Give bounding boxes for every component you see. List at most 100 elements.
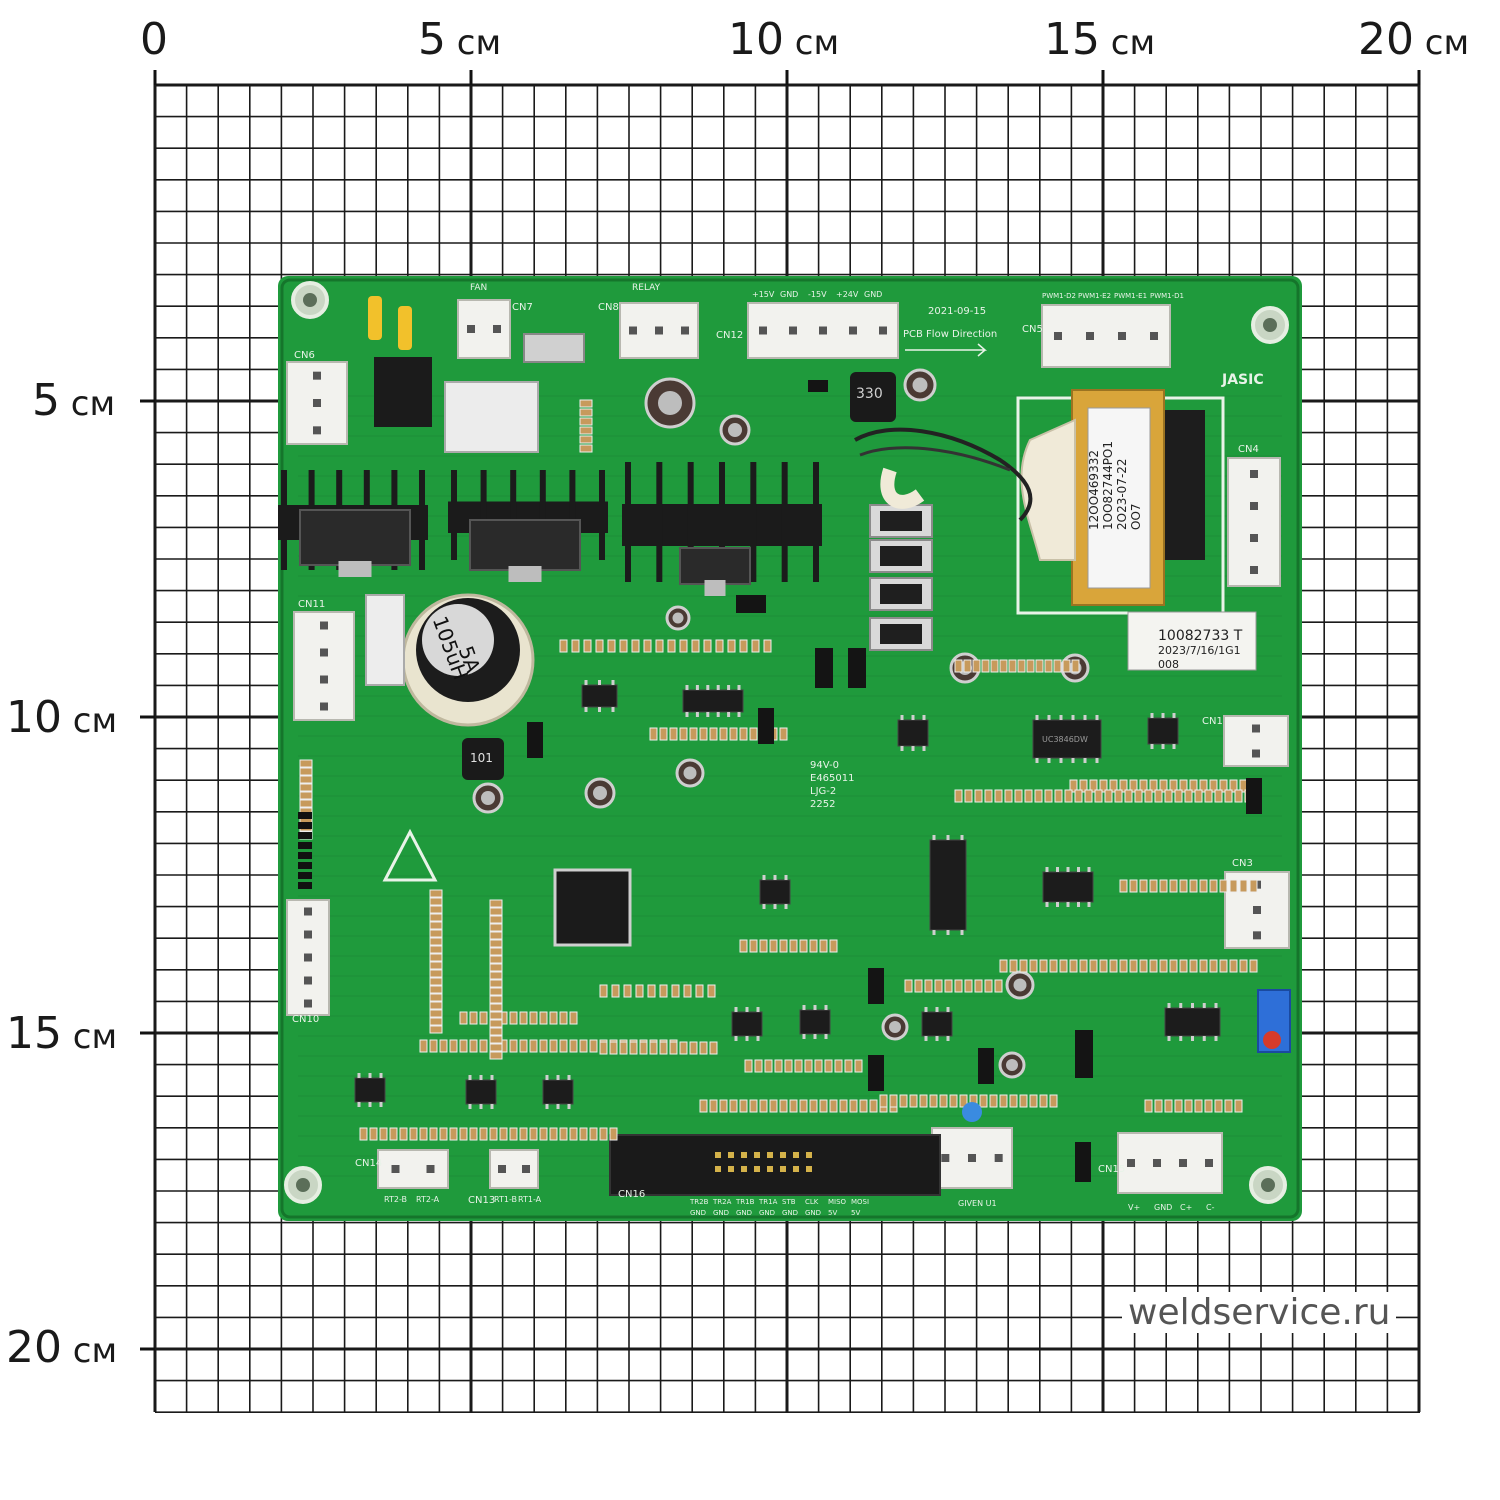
smd-component (429, 993, 443, 1002)
smd-component (429, 905, 443, 914)
smd-component (1219, 959, 1228, 973)
ic-pin (773, 904, 777, 909)
smd-component (1109, 959, 1118, 973)
white-label-text: 2023/7/16/1G1 (1158, 644, 1241, 657)
smd-component (1154, 789, 1163, 803)
smd-component (679, 639, 688, 653)
integrated-circuit (581, 684, 618, 708)
ic-pin (946, 835, 950, 840)
integrated-circuit (929, 839, 967, 931)
smd-component (824, 1059, 833, 1073)
smd-component (1129, 879, 1138, 893)
smd-component (972, 659, 981, 673)
ruler-number: 10 (6, 692, 62, 743)
integrated-circuit (759, 879, 791, 905)
power-diode (868, 968, 884, 1004)
smd-component (709, 1041, 718, 1055)
smd-component (679, 1041, 688, 1055)
ic-pin (1202, 1003, 1206, 1008)
mounting-hole-center (1263, 318, 1277, 332)
header-pin-label: 5V (828, 1209, 837, 1217)
smd-component (479, 1039, 488, 1053)
smd-component (1239, 959, 1248, 973)
pin-header (298, 872, 312, 879)
ic-pin (1035, 758, 1039, 763)
header-pin (793, 1166, 799, 1172)
smd-component (559, 1039, 568, 1053)
smd-component (1089, 959, 1098, 973)
heatsink-fin (480, 470, 487, 560)
ic-pin (1214, 1036, 1218, 1041)
ic-pin (1161, 744, 1165, 749)
smd-component (671, 984, 680, 998)
smd-component (429, 969, 443, 978)
ic-pin (756, 1007, 760, 1012)
ic-pin (1083, 758, 1087, 763)
smd-component (1149, 779, 1158, 793)
smd-component (419, 1127, 428, 1141)
ic-pin (1214, 1003, 1218, 1008)
smd-component (299, 759, 313, 768)
top-ruler-label: 20 см (1358, 14, 1469, 65)
capacitor-top (658, 391, 682, 415)
smd-component (1119, 959, 1128, 973)
smd-component (571, 639, 580, 653)
ic-pin (685, 712, 689, 717)
smd-component (934, 979, 943, 993)
smd-component (1019, 959, 1028, 973)
ic-pin (611, 680, 615, 685)
smd-component (623, 984, 632, 998)
smd-component (579, 444, 593, 453)
connector-cn15 (1117, 1132, 1223, 1194)
smd-component (1049, 1094, 1058, 1108)
smd-component (579, 435, 593, 444)
smd-component (1114, 789, 1123, 803)
ic-pin (1179, 1003, 1183, 1008)
ic-pin (737, 685, 741, 690)
connector-pin (304, 930, 312, 939)
mounting-hole-center (303, 293, 317, 307)
smd-component (1194, 1099, 1203, 1113)
heatsink-fin (599, 470, 605, 560)
smd-component (974, 789, 983, 803)
smd-component (963, 659, 972, 673)
white-label-text: 10082733 T (1158, 628, 1243, 644)
smd-component (429, 1001, 443, 1010)
capacitor-top (672, 612, 684, 624)
header-pin-label: GND (690, 1209, 706, 1217)
ic-pin (368, 1073, 372, 1078)
wire-insulation (880, 467, 925, 509)
smd-component (611, 984, 620, 998)
transformer-insulation (1020, 418, 1076, 561)
label-sticker-text: 2O23-07-22 (1115, 458, 1129, 530)
ic-pin (734, 1036, 738, 1041)
left-ruler-label: 15 см (6, 1008, 117, 1059)
smd-component (459, 1127, 468, 1141)
ic-pin (935, 1036, 939, 1041)
header-pin (728, 1166, 734, 1172)
ul-marking: 94V-0 (810, 760, 839, 771)
connector-pin (467, 325, 475, 333)
ic-pin (1071, 715, 1075, 720)
ic-pin (935, 1007, 939, 1012)
connector-cn5 (1041, 304, 1171, 368)
smd-component (519, 1011, 528, 1025)
ic-pin (727, 712, 731, 717)
ul-marking: E465011 (810, 773, 855, 784)
top-ruler-label: 10 см (728, 14, 839, 65)
smd-component (629, 1041, 638, 1055)
smd-component (1164, 1099, 1173, 1113)
smd-component (719, 1099, 728, 1113)
smd-component (1064, 789, 1073, 803)
smd-component (914, 979, 923, 993)
heatsink-fin (813, 462, 819, 582)
smd-component (689, 727, 698, 741)
power-diode (1075, 1142, 1091, 1182)
smd-component (459, 1011, 468, 1025)
ic-pin (802, 1034, 806, 1039)
ic-pin (379, 1102, 383, 1107)
smd-component (1059, 959, 1068, 973)
ic-pin (922, 715, 926, 720)
smd-component (691, 639, 700, 653)
